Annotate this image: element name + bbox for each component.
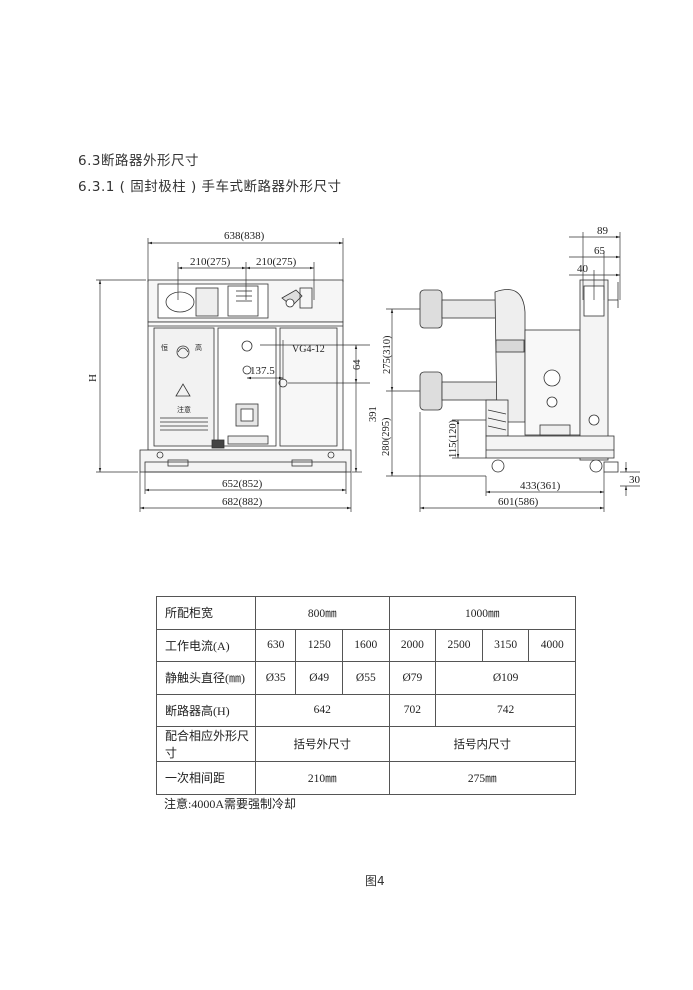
- table-cell: 275㎜: [388, 761, 577, 795]
- front-dimensions: [96, 238, 370, 512]
- table-cell: 2000: [388, 628, 437, 662]
- dim-89: 89: [597, 225, 609, 237]
- table-cell: 1250: [295, 628, 343, 662]
- table-cell: 702: [388, 693, 437, 727]
- table-cell: 210㎜: [255, 761, 390, 795]
- table-cell: 括号内尺寸: [388, 726, 577, 762]
- cooling-note: 注意:4000A需要强制冷却: [164, 797, 297, 811]
- dim-275: 275(310): [382, 335, 393, 374]
- table-cell: Ø55: [342, 661, 390, 695]
- dim-652: 652(852): [222, 478, 263, 490]
- panel-text-2: 高: [195, 343, 202, 352]
- row-label: 所配柜宽: [156, 596, 256, 630]
- subsection-heading: 6.3.1 ( 固封极柱 ) 手车式断路器外形尺寸: [78, 179, 342, 195]
- dim-280: 280(295): [381, 417, 392, 456]
- side-view: [419, 279, 619, 473]
- dim-638: 638(838): [224, 230, 265, 242]
- dim-682: 682(882): [222, 496, 263, 508]
- panel-text-1: 恒: [161, 343, 168, 352]
- table-cell: 642: [255, 693, 390, 727]
- table-cell: Ø49: [295, 661, 343, 695]
- row-label: 静触头直径(㎜): [156, 661, 256, 695]
- row-label: 工作电流(A): [156, 628, 256, 662]
- side-dimensions: [386, 232, 640, 512]
- table-cell: 4000: [528, 628, 576, 662]
- row-label: 配合相应外形尺寸: [156, 726, 256, 762]
- dim-30: 30: [629, 474, 641, 486]
- dim-64: 64: [352, 359, 363, 370]
- table-cell: 630: [254, 628, 297, 662]
- table-row: 配合相应外形尺寸括号外尺寸括号内尺寸: [156, 726, 577, 762]
- dim-h: H: [87, 374, 99, 382]
- panel-text-3: 注意: [177, 405, 191, 414]
- dim-137: 137.5: [250, 365, 275, 377]
- front-view: [139, 279, 352, 473]
- table-cell: Ø79: [388, 661, 437, 695]
- table-cell: Ø35: [254, 661, 297, 695]
- dim-210-right: 210(275): [256, 256, 297, 268]
- table-cell: 800㎜: [255, 596, 390, 630]
- section-heading: 6.3断路器外形尺寸: [78, 153, 199, 169]
- row-label: 一次相间距: [156, 761, 256, 795]
- dimension-drawing: 恒 高 注意 VG4-12 638(838) 21: [87, 225, 641, 512]
- dim-210-left: 210(275): [190, 256, 231, 268]
- table-cell: 1600: [342, 628, 390, 662]
- dim-115: 115(120): [448, 419, 459, 458]
- table-cell: Ø109: [435, 661, 576, 695]
- dim-65: 65: [594, 245, 606, 257]
- dim-601: 601(586): [498, 496, 539, 508]
- table-cell: 括号外尺寸: [255, 726, 390, 762]
- table-cell: 2500: [435, 628, 483, 662]
- table-cell: 1000㎜: [388, 596, 577, 630]
- row-label: 断路器高(H): [156, 693, 256, 727]
- dim-391: 391: [368, 406, 379, 422]
- model-label: VG4-12: [292, 344, 325, 355]
- table-cell: 742: [435, 693, 576, 727]
- figure-label: 图4: [365, 874, 385, 888]
- dim-433: 433(361): [520, 480, 561, 492]
- table-cell: 3150: [481, 628, 530, 662]
- dim-40: 40: [577, 263, 589, 275]
